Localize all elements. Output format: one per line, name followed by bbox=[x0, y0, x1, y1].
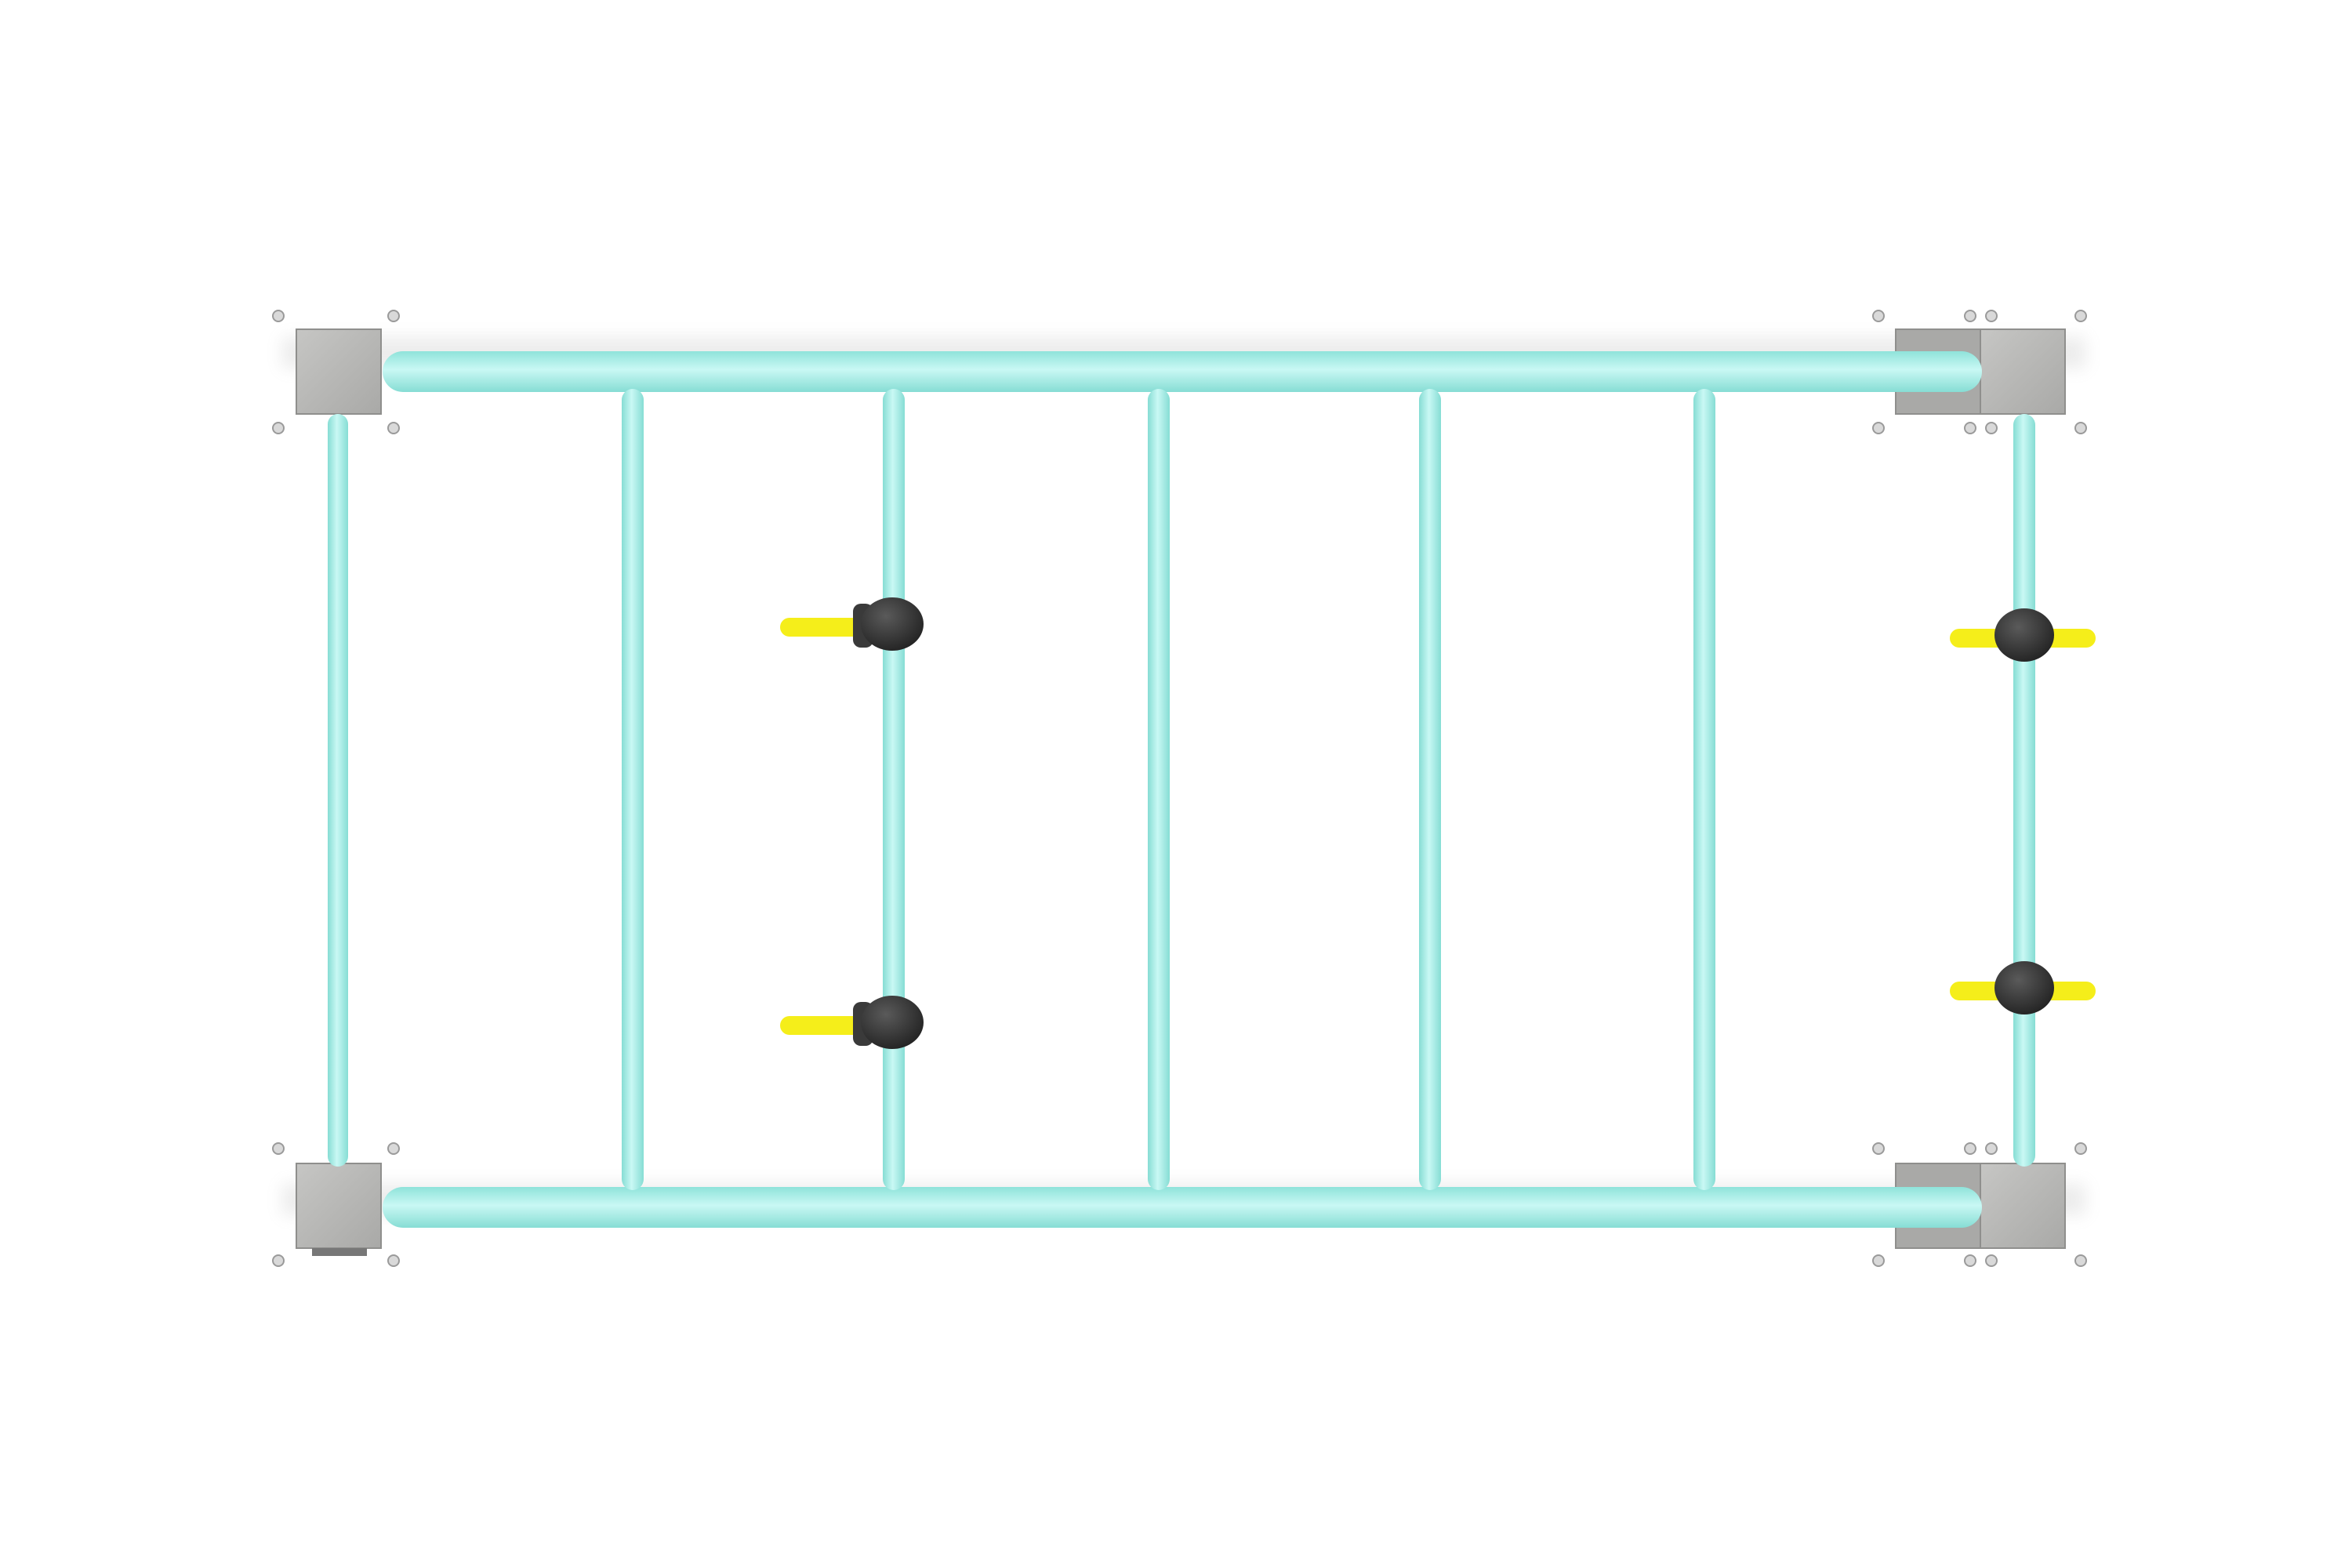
bolt-icon bbox=[1964, 1254, 1976, 1267]
bolt-icon bbox=[272, 1254, 285, 1267]
bolt-icon bbox=[387, 310, 400, 322]
bolt-icon bbox=[1872, 310, 1885, 322]
rung-1 bbox=[622, 389, 644, 1190]
bolt-icon bbox=[1872, 1254, 1885, 1267]
bolt-icon bbox=[2074, 1254, 2087, 1267]
bottom-rail bbox=[383, 1187, 1982, 1228]
bolt-icon bbox=[272, 1142, 285, 1155]
clamp-icon bbox=[1994, 961, 2054, 1014]
rung-3 bbox=[1148, 389, 1170, 1190]
handle-4 bbox=[1950, 961, 2096, 1014]
handle-grip bbox=[780, 1016, 874, 1035]
top-rail bbox=[383, 351, 1982, 392]
bolt-icon bbox=[1872, 1142, 1885, 1155]
bolt-icon bbox=[1964, 422, 1976, 434]
rung-group bbox=[622, 389, 1715, 1190]
bolt-icon bbox=[1964, 310, 1976, 322]
bolt-icon bbox=[272, 422, 285, 434]
clamp-icon bbox=[1994, 608, 2054, 662]
bolt-group bbox=[272, 310, 2087, 1267]
handle-grip bbox=[780, 618, 874, 637]
clamp-icon bbox=[861, 996, 924, 1049]
bolt-icon bbox=[1872, 422, 1885, 434]
bolt-icon bbox=[387, 1254, 400, 1267]
rung-5 bbox=[1693, 389, 1715, 1190]
bolt-icon bbox=[1985, 310, 1998, 322]
handle-2 bbox=[780, 996, 924, 1049]
left-end-tube bbox=[328, 414, 348, 1167]
base-plate-top-left bbox=[296, 328, 382, 415]
bolt-icon bbox=[2074, 1142, 2087, 1155]
bolt-icon bbox=[1985, 1142, 1998, 1155]
bolt-icon bbox=[2074, 422, 2087, 434]
bolt-icon bbox=[387, 422, 400, 434]
ground-shadow bbox=[282, 337, 2085, 1215]
bolt-icon bbox=[1985, 1254, 1998, 1267]
bolt-icon bbox=[1964, 1142, 1976, 1155]
rung-2 bbox=[883, 389, 905, 1190]
clamp-icon bbox=[861, 597, 924, 651]
rung-4 bbox=[1419, 389, 1441, 1190]
bolt-icon bbox=[272, 310, 285, 322]
right-end-tube bbox=[2013, 414, 2035, 1167]
bolt-icon bbox=[2074, 310, 2087, 322]
handle-3 bbox=[1950, 608, 2096, 662]
handle-1 bbox=[780, 597, 924, 651]
bolt-icon bbox=[387, 1142, 400, 1155]
base-plate-bottom-left bbox=[296, 1163, 382, 1256]
bolt-icon bbox=[1985, 422, 1998, 434]
